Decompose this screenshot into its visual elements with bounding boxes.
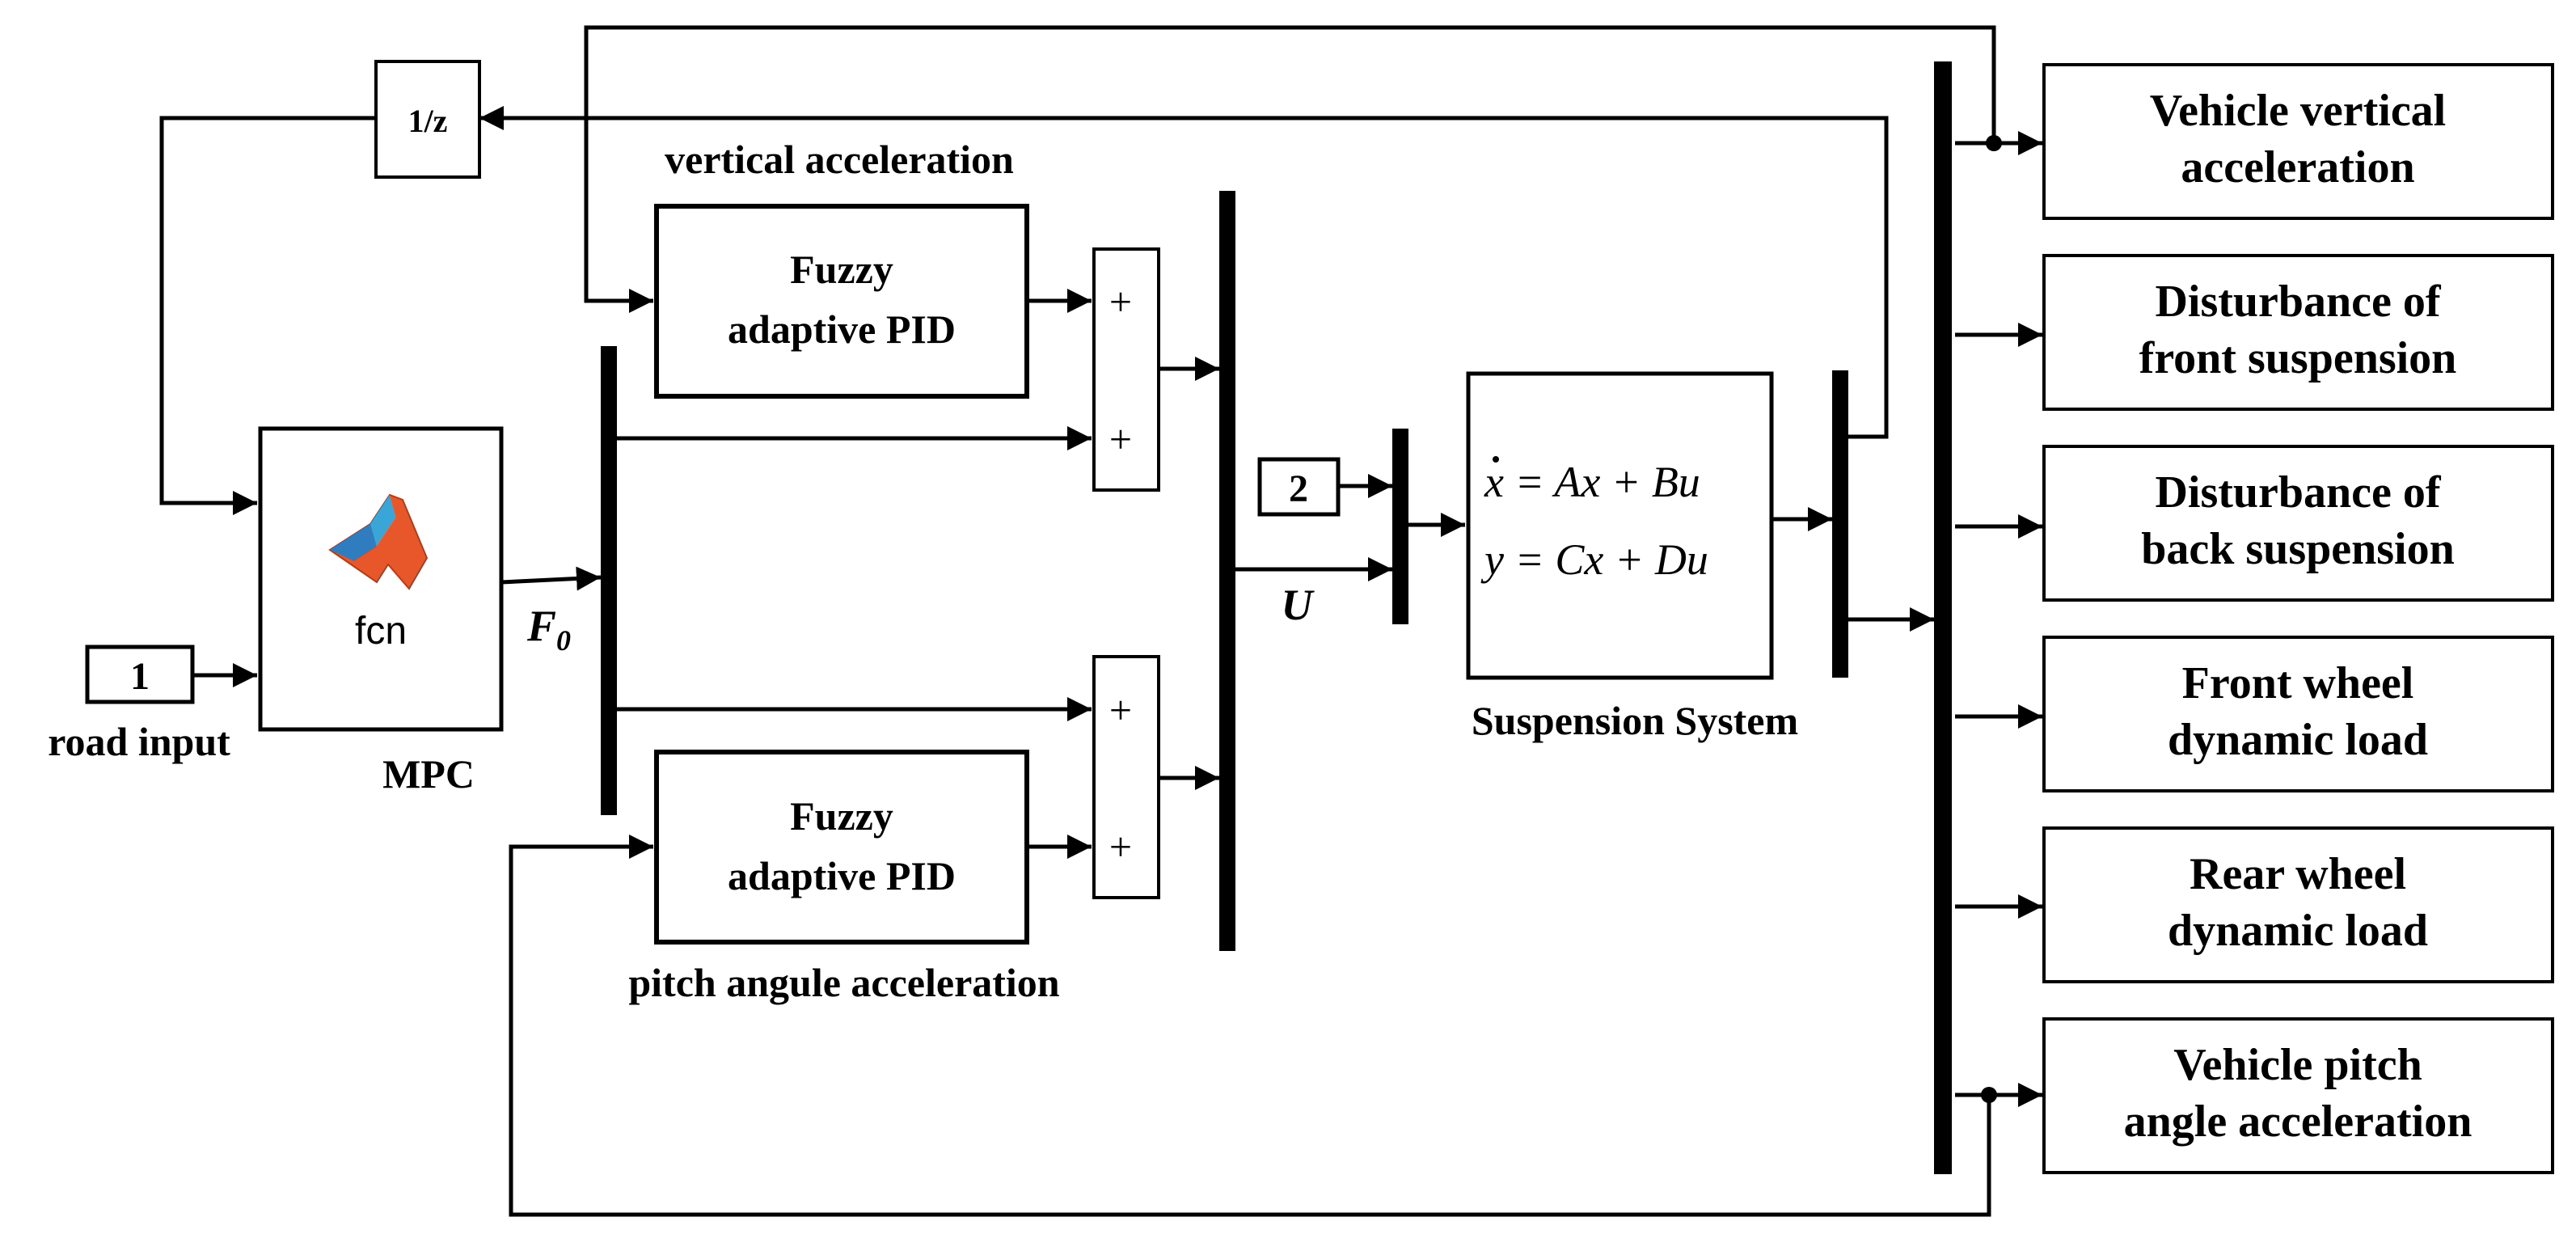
svg-text:adaptive PID: adaptive PID (728, 306, 956, 352)
svg-text:dynamic load: dynamic load (2168, 906, 2428, 956)
svg-text:2: 2 (1289, 467, 1308, 510)
pitch-acceleration-caption: pitch angule acceleration (628, 960, 1059, 1005)
svg-text:Fuzzy: Fuzzy (790, 247, 893, 292)
wire-vertical-feedback (584, 25, 1996, 313)
output-front-wheel-dynamic-load[interactable]: Front wheel dynamic load (2042, 636, 2554, 792)
svg-text:Front wheel: Front wheel (2182, 658, 2414, 708)
sum-block-top[interactable]: + + (1092, 247, 1160, 492)
mux-bar-u (1219, 191, 1235, 951)
sum-block-bottom[interactable]: + + (1092, 655, 1160, 899)
wire-mpc-to-demux (500, 566, 602, 591)
vertical-acceleration-caption: vertical acceleration (665, 137, 1014, 182)
svg-text:front suspension: front suspension (2139, 333, 2457, 383)
svg-text:Fuzzy: Fuzzy (790, 793, 893, 839)
svg-text:back suspension: back suspension (2141, 524, 2455, 574)
svg-text:1/z: 1/z (408, 103, 448, 139)
svg-text:angle acceleration: angle acceleration (2124, 1097, 2473, 1147)
wire-delay-to-mpc (159, 116, 376, 515)
output-disturbance-front-suspension[interactable]: Disturbance of front suspension (2042, 254, 2554, 411)
svg-text:+: + (1109, 416, 1132, 462)
wire-feedback-to-delay (479, 106, 1889, 439)
output-disturbance-back-suspension[interactable]: Disturbance of back suspension (2042, 445, 2554, 602)
output-vehicle-pitch-angle-acceleration[interactable]: Vehicle pitch angle acceleration (2042, 1017, 2554, 1174)
svg-text:adaptive PID: adaptive PID (728, 853, 956, 898)
svg-text:Vehicle pitch: Vehicle pitch (2173, 1040, 2422, 1090)
svg-text:y = Cx + Du: y = Cx + Du (1480, 535, 1708, 584)
constant-input-port[interactable]: 2 (1257, 457, 1341, 517)
f0-label: F0 (526, 602, 571, 657)
suspension-system-caption: Suspension System (1472, 698, 1798, 743)
mpc-block[interactable]: fcn (258, 426, 504, 732)
svg-text:+: + (1109, 279, 1132, 324)
svg-text:Disturbance of: Disturbance of (2155, 277, 2441, 327)
matlab-logo-icon (328, 493, 429, 590)
road-input-port[interactable]: 1 (85, 645, 195, 704)
svg-text:Disturbance of: Disturbance of (2155, 467, 2441, 518)
mpc-caption: MPC (382, 751, 475, 797)
junction-pitch (1981, 1087, 1997, 1103)
svg-text:+: + (1109, 824, 1132, 869)
svg-text:Vehicle vertical: Vehicle vertical (2150, 86, 2446, 136)
output-bus-bar (1934, 61, 1952, 1174)
u-label: U (1282, 581, 1315, 629)
junction-vertical (1986, 135, 2002, 151)
fuzzy-pid-bottom-block[interactable]: Fuzzy adaptive PID (654, 750, 1029, 945)
svg-text:dynamic load: dynamic load (2168, 715, 2428, 765)
svg-text:+: + (1109, 687, 1132, 733)
derivative-dot (1493, 456, 1499, 463)
output-vehicle-vertical-acceleration[interactable]: Vehicle vertical acceleration (2042, 63, 2554, 220)
output-rear-wheel-dynamic-load[interactable]: Rear wheel dynamic load (2042, 826, 2554, 983)
svg-text:Rear wheel: Rear wheel (2190, 849, 2406, 899)
demux-bar-f0 (601, 346, 617, 815)
wire-pitch-feedback (509, 835, 1991, 1217)
svg-text:x = Ax + Bu: x = Ax + Bu (1484, 458, 1700, 506)
road-input-caption: road input (48, 719, 230, 764)
svg-text:1: 1 (130, 655, 150, 698)
unit-delay-block[interactable]: 1/z (374, 60, 481, 179)
state-space-block[interactable]: x = Ax + Bu y = Cx + Du (1466, 371, 1774, 680)
fuzzy-pid-top-block[interactable]: Fuzzy adaptive PID (654, 204, 1029, 399)
demux-bar-ss-output (1832, 370, 1848, 678)
svg-text:acceleration: acceleration (2181, 142, 2414, 192)
svg-text:fcn: fcn (355, 610, 407, 653)
mux-bar-ss-input (1392, 429, 1408, 624)
